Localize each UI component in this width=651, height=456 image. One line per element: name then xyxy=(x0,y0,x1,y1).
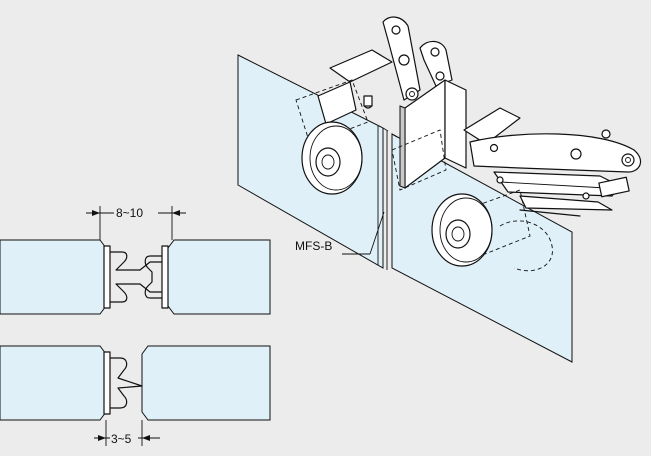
section-open-gap: 8~10 xyxy=(0,205,271,315)
glass-edge-lines xyxy=(377,126,398,270)
roller-wheel-right xyxy=(431,193,493,267)
part-code-label: MFS-B xyxy=(295,239,332,253)
fitting-mechanism xyxy=(295,16,642,272)
roller-wheel-left xyxy=(301,121,363,195)
part-code-callout: MFS-B xyxy=(295,211,385,255)
gap-open-label: 8~10 xyxy=(116,206,143,220)
section-closed-gap: 3~5 xyxy=(0,345,271,446)
gap-closed-label: 3~5 xyxy=(111,432,132,446)
